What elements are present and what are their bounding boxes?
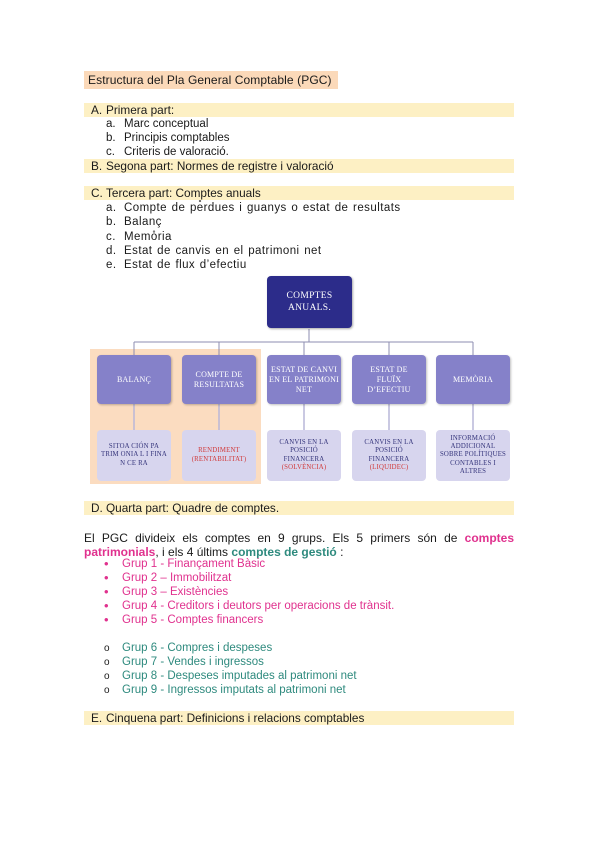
list-item: o Grup 8 - Despeses imputades al patrimon… xyxy=(104,669,357,683)
item-text: Balanç xyxy=(124,216,162,228)
item-letter: b. xyxy=(106,132,116,144)
list-item: b. Balanç xyxy=(106,215,162,229)
group-text: Grup 2 – Immobilitzat xyxy=(122,572,232,584)
root-box-comptes-anuals: COMPTES ANUALS. xyxy=(267,276,352,328)
item-text: Marc conceptual xyxy=(124,118,209,130)
section-label: Segona part: Normes de registre i valora… xyxy=(106,159,334,173)
item-text: Criteris de valoració. xyxy=(124,146,229,158)
detail-box-resultats: RENDIMENT (RENTABILITAT) xyxy=(182,430,256,481)
detail-box-memoria: INFORMACIÓ ADDICIONAL SOBRE POLÍTIQUES C… xyxy=(436,430,510,481)
bullet: • xyxy=(104,598,109,613)
detail-box-canvi-patrimoni: CANVIS EN LA POSICIÓ FINANCERA (SOLVÈNCI… xyxy=(267,430,341,481)
box-estat-fluix-efectiu: ESTAT DE FLUÏX D’EFECTIU xyxy=(352,355,426,404)
item-letter: c. xyxy=(106,231,116,243)
list-item: c. Memo̊ria xyxy=(106,230,172,244)
group-text: Grup 9 - Ingressos imputats al patrimoni… xyxy=(122,684,346,696)
detail-text: CANVIS EN LA POSICIÓ FINANCERA xyxy=(364,439,414,463)
bullet: • xyxy=(104,612,109,627)
box-estat-canvi-patrimoni: ESTAT DE CANVI EN EL PATRIMONI NET xyxy=(267,355,341,404)
bullet: o xyxy=(104,670,110,682)
section-letter: E. xyxy=(91,711,103,725)
item-text: Estat de canvis en el patrimoni net xyxy=(124,245,322,257)
list-item: c. Criteris de valoració. xyxy=(106,145,229,159)
list-item: a. Marc conceptual xyxy=(106,117,208,131)
box-compte-resultats: COMPTE DE RESULTATAS xyxy=(182,355,256,404)
section-letter: B. xyxy=(91,159,103,173)
section-label: Primera part: xyxy=(106,103,175,117)
section-letter: D. xyxy=(91,501,103,515)
group-text: Grup 6 - Compres i despeses xyxy=(122,642,273,654)
group-text: Grup 8 - Despeses imputades al patrimoni… xyxy=(122,670,357,682)
section-e-heading: E. Cinquena part: Definicions i relacion… xyxy=(84,711,514,725)
detail-highlight: (SOLVÈNCIA) xyxy=(281,463,327,471)
list-item: d. Estat de canvis en el patrimoni net xyxy=(106,244,322,258)
box-balanc: BALANÇ xyxy=(97,355,171,404)
bullet: o xyxy=(104,656,110,668)
item-text: Compte de pe̊rdues i guanys o estat de r… xyxy=(124,202,401,214)
detail-box-fluix-efectiu: CANVIS EN LA POSICIÓ FINANCERA (LIQUIDEC… xyxy=(352,430,426,481)
group-text: Grup 4 - Creditors i deutors per operaci… xyxy=(122,600,395,612)
item-letter: a. xyxy=(106,118,116,130)
section-letter: C. xyxy=(91,186,103,200)
bullet: • xyxy=(104,556,109,571)
box-memoria: MEMÒRIA xyxy=(436,355,510,404)
groups-intro-paragraph: El PGC divideix els comptes en 9 grups. … xyxy=(84,531,514,559)
item-text: Memo̊ria xyxy=(124,231,172,243)
item-letter: e. xyxy=(106,259,117,271)
list-item: • Grup 4 - Creditors i deutors per operac… xyxy=(104,599,394,613)
paragraph-text: , i els 4 últims xyxy=(155,545,232,559)
list-item: o Grup 7 - Vendes i ingressos xyxy=(104,655,264,669)
list-item: • Grup 1 - Finançament Bàsic xyxy=(104,557,265,571)
list-item: o Grup 9 - Ingressos imputats al patrimon… xyxy=(104,683,346,697)
document-title: Estructura del Pla General Comptable (PG… xyxy=(84,71,338,89)
bullet: o xyxy=(104,684,110,696)
group-text: Grup 5 - Comptes financers xyxy=(122,614,264,626)
item-letter: b. xyxy=(106,216,117,228)
item-letter: d. xyxy=(106,245,117,257)
detail-text: INFORMACIÓ ADDICIONAL SOBRE POLÍTIQUES C… xyxy=(439,434,507,475)
item-text: Principis comptables xyxy=(124,132,230,144)
list-item: • Grup 3 – Existències xyxy=(104,585,228,599)
list-item: • Grup 2 – Immobilitzat xyxy=(104,571,231,585)
detail-highlight: (LIQUIDEC) xyxy=(369,463,409,471)
paragraph-text: El PGC divideix els comptes en 9 grups. … xyxy=(84,531,465,545)
paragraph-text: : xyxy=(336,545,344,559)
list-item: o Grup 6 - Compres i despeses xyxy=(104,641,272,655)
list-item: e. Estat de flux d’efectiu xyxy=(106,258,247,272)
highlight-gestio: comptes de gestió xyxy=(231,545,337,559)
section-d-heading: D. Quarta part: Quadre de comptes. xyxy=(84,501,514,515)
highlight-patrimonials: comptes patrimonials xyxy=(84,531,514,559)
list-item: • Grup 5 - Comptes financers xyxy=(104,613,263,627)
detail-box-balanc: SITOA CIÓN PA TRIM ONIA L I FINA N CE RA xyxy=(97,430,171,481)
bullet: • xyxy=(104,584,109,599)
bullet: • xyxy=(104,570,109,585)
bullet: o xyxy=(104,642,110,654)
section-b-heading: B. Segona part: Normes de registre i val… xyxy=(84,159,514,173)
item-letter: a. xyxy=(106,202,117,214)
group-text: Grup 1 - Finançament Bàsic xyxy=(122,558,266,570)
section-letter: A. xyxy=(91,103,103,117)
item-letter: c. xyxy=(106,146,115,158)
list-item: a. Compte de pe̊rdues i guanys o estat d… xyxy=(106,201,401,215)
section-label: Tercera part: Comptes anuals xyxy=(106,186,261,200)
section-label: Cinquena part: Definicions i relacions c… xyxy=(106,711,365,725)
section-a-heading: A. Primera part: xyxy=(84,103,514,117)
detail-text: CANVIS EN LA POSICIÓ FINANCERA xyxy=(279,439,329,463)
section-label: Quarta part: Quadre de comptes. xyxy=(106,501,280,515)
group-text: Grup 7 - Vendes i ingressos xyxy=(122,656,264,668)
section-c-heading: C. Tercera part: Comptes anuals xyxy=(84,186,514,200)
item-text: Estat de flux d’efectiu xyxy=(124,259,247,271)
group-text: Grup 3 – Existències xyxy=(122,586,229,598)
detail-text: SITOA CIÓN PA TRIM ONIA L I FINA N CE RA xyxy=(100,443,168,467)
detail-text: RENDIMENT xyxy=(198,447,240,455)
detail-highlight: (RENTABILITAT) xyxy=(191,455,247,463)
list-item: b. Principis comptables xyxy=(106,131,229,145)
